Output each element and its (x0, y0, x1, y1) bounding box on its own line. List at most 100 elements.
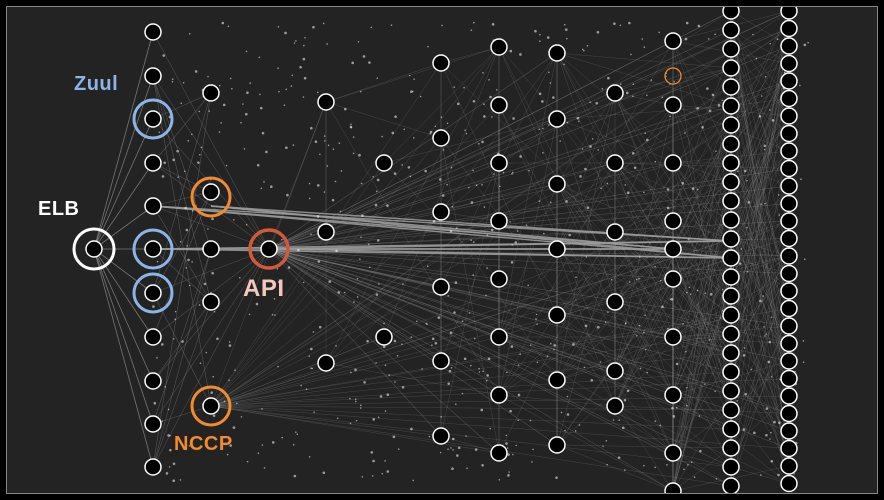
traffic-dot (207, 75, 209, 78)
traffic-dot (721, 99, 724, 102)
elb-label: ELB (38, 198, 80, 220)
traffic-dot (410, 336, 413, 338)
service-node (317, 93, 335, 111)
traffic-dot (283, 104, 286, 106)
edge (556, 118, 616, 303)
edge (730, 273, 790, 449)
traffic-dot (323, 191, 326, 193)
traffic-dot (696, 289, 699, 292)
service-node (432, 203, 450, 221)
traffic-dot (519, 155, 522, 158)
service-node (85, 240, 103, 258)
traffic-dot (714, 33, 716, 36)
traffic-dot (326, 165, 329, 167)
service-node (780, 439, 798, 458)
edge (498, 46, 674, 396)
traffic-dot (198, 304, 201, 306)
edge (730, 162, 790, 292)
traffic-dot (256, 163, 260, 167)
edge (93, 31, 154, 250)
traffic-dot (463, 357, 467, 361)
traffic-dot (450, 367, 453, 369)
traffic-dot (636, 334, 638, 337)
traffic-dot (161, 420, 163, 422)
service-node (722, 135, 740, 153)
edge (730, 352, 790, 397)
edge (672, 162, 732, 297)
traffic-dot (434, 341, 438, 345)
edge (498, 278, 674, 396)
service-node (664, 96, 682, 114)
edge (556, 92, 616, 381)
service-dependency-graph (72, 7, 809, 493)
traffic-dot (807, 41, 809, 44)
edge (210, 371, 732, 407)
traffic-dot (765, 407, 769, 410)
traffic-dot (374, 203, 378, 207)
traffic-dot (440, 416, 442, 418)
traffic-dot (392, 435, 396, 439)
traffic-dot (638, 256, 641, 258)
service-node (432, 54, 450, 72)
service-node (780, 317, 798, 335)
edge (268, 248, 442, 362)
traffic-dot (168, 466, 171, 468)
api-label: API (243, 275, 285, 302)
edge (730, 168, 790, 240)
edge (730, 63, 790, 183)
traffic-dot (635, 278, 638, 281)
edge (614, 220, 790, 303)
edge (614, 92, 790, 432)
edge (730, 276, 790, 484)
edge (672, 336, 732, 392)
traffic-dot (437, 316, 441, 319)
service-node (780, 474, 798, 493)
traffic-dot (527, 284, 529, 287)
traffic-dot (319, 153, 321, 156)
service-node (780, 457, 798, 475)
edge (730, 86, 790, 379)
traffic-dot (263, 181, 265, 183)
traffic-dot (488, 79, 490, 81)
traffic-dot (487, 357, 491, 361)
edge (672, 409, 732, 454)
edge (614, 301, 732, 335)
traffic-dot (302, 57, 306, 61)
service-node (144, 154, 162, 172)
edge (556, 52, 674, 222)
traffic-dot (746, 179, 748, 182)
service-node (202, 397, 220, 415)
service-node (375, 154, 393, 172)
service-node (780, 54, 798, 73)
traffic-dot (507, 453, 510, 456)
edge (614, 48, 732, 372)
traffic-dot (292, 443, 295, 446)
edge (556, 183, 732, 392)
traffic-dot (661, 305, 664, 309)
traffic-dot (372, 418, 376, 421)
traffic-dot (509, 409, 512, 413)
traffic-dot (187, 140, 190, 142)
traffic-dot (472, 169, 474, 172)
edge (614, 162, 732, 240)
traffic-dot (402, 283, 404, 285)
edge (730, 98, 790, 107)
traffic-dot (740, 248, 743, 250)
traffic-dot (292, 144, 295, 146)
traffic-dot (386, 470, 390, 473)
service-node (780, 19, 798, 38)
traffic-dot (632, 83, 635, 86)
edge (730, 220, 790, 373)
edge (556, 248, 732, 430)
traffic-dot (450, 166, 453, 169)
edge (152, 162, 212, 193)
traffic-dot (339, 210, 342, 213)
edge (268, 248, 674, 454)
traffic-dot (778, 214, 781, 216)
traffic-dot (765, 433, 768, 437)
traffic-dot (486, 234, 489, 237)
traffic-dot (473, 337, 476, 340)
traffic-dot (589, 145, 592, 148)
traffic-dot (375, 293, 379, 296)
traffic-dot (641, 38, 644, 40)
